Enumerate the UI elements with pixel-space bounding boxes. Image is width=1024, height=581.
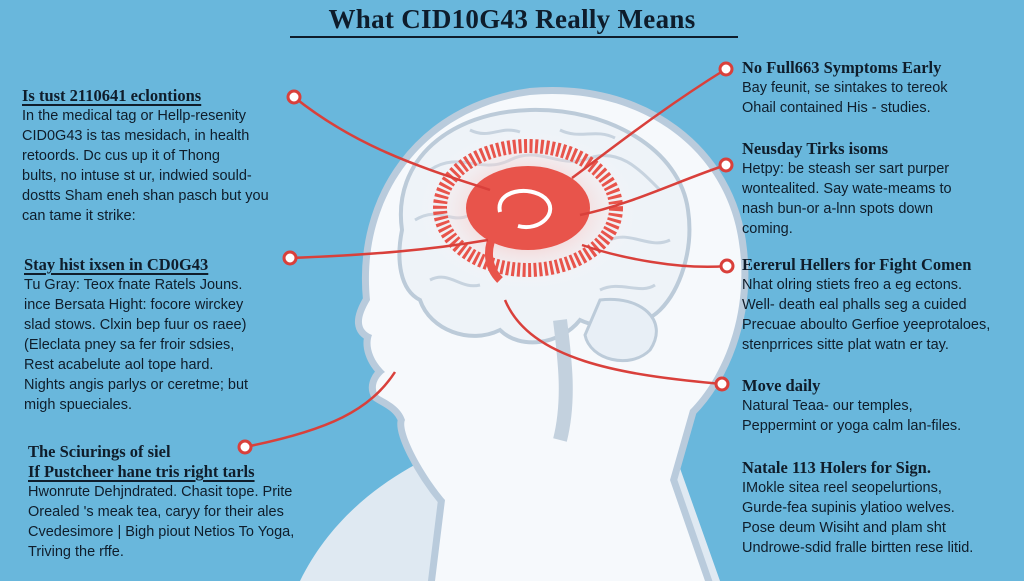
right-block-4-line-2: Peppermint or yoga calm lan-files.: [742, 418, 962, 434]
highlight-tail: [485, 230, 504, 283]
left-block-2-line-3: slad stows. Clxin bep fuur os raee): [24, 317, 247, 333]
right-block-2-heading: Neusday Tirks isoms: [742, 139, 889, 158]
connector-line-right-2: [579, 163, 727, 217]
connector-line-left-1: [293, 96, 491, 192]
left-block-2-line-1: Tu Gray: Teox fnate Ratels Jouns.: [24, 277, 243, 293]
right-block-2-line-3: nash bun-or a-lnn spots down: [742, 201, 934, 217]
right-block-4: Move daily Natural Teaa- our temples, Pe…: [742, 376, 961, 436]
connector-line-left-3: [244, 371, 397, 449]
right-block-3: Eererul Hellers for Fight Comen Nhat olr…: [742, 255, 990, 355]
right-block-1: No Full663 Symptoms Early Bay feunit, se…: [742, 58, 948, 118]
connector-line-right-3: [581, 243, 728, 269]
left-block-3: The Sciurings of siel If Pustcheer hane …: [28, 442, 294, 562]
connector-dot-left-1: [286, 89, 302, 105]
right-block-5-line-3: Pose deum Wisiht and plam sht: [742, 520, 946, 536]
connector-dot-right-1: [718, 61, 734, 77]
connector-dot-right-3: [719, 258, 735, 274]
left-block-2-line-2: ince Bersata Hight: focore wirckey: [24, 297, 244, 313]
left-block-3-line-4: Triving the rffe.: [28, 544, 124, 560]
right-block-4-heading: Move daily: [742, 376, 821, 395]
left-block-2: Stay hist ixsen in CD0G43 Tu Gray: Teox …: [24, 255, 248, 415]
cerebellum: [583, 297, 658, 363]
page-title: What CID10G43 Really Means: [328, 4, 696, 34]
right-block-5-line-1: IMokle sitea reel seopelurtions,: [742, 480, 942, 496]
left-block-1-line-1: In the medical tag or Hellp-resenity: [22, 108, 247, 124]
connector-dot-right-2: [718, 157, 734, 173]
connector-dot-left-2: [282, 250, 298, 266]
connector-line-left-2: [289, 238, 489, 260]
connector-dot-right-4: [714, 376, 730, 392]
connector-dot-left-3: [237, 439, 253, 455]
left-block-1: Is tust 2110641 eclontions In the medica…: [22, 86, 269, 226]
left-block-2-line-4: (Eleclata pney sa fer froir sdsies,: [24, 337, 235, 353]
left-block-3-line-1: Hwonrute Dehjndrated. Chasit tope. Prite: [28, 484, 293, 500]
right-block-5-line-2: Gurde-fea supinis ylatioo welves.: [742, 500, 955, 516]
right-block-2-line-1: Hetpy: be steash ser sart purper: [742, 161, 950, 177]
right-block-2: Neusday Tirks isoms Hetpy: be steash ser…: [742, 139, 952, 239]
left-block-3-subheading: If Pustcheer hane tris right tarls: [28, 462, 255, 481]
right-block-1-line-1: Bay feunit, se sintakes to tereok: [742, 80, 948, 96]
left-block-1-line-6: can tame it strike:: [22, 208, 136, 224]
right-block-4-line-1: Natural Teaa- our temples,: [742, 398, 913, 414]
highlight-core: [466, 166, 590, 250]
left-block-3-line-3: Cvedesimore | Bigh piout Netios To Yoga,: [28, 524, 295, 540]
left-block-1-line-3: retoords. Dc cus up it of Thong: [22, 148, 221, 164]
left-block-2-line-5: Rest acabelute aol tope hard.: [24, 357, 214, 373]
right-block-3-line-3: Precuae aboulto Gerfioe yeeprotaloes,: [742, 317, 991, 333]
right-block-3-line-1: Nhat olring stiets freo a eg ectons.: [742, 277, 963, 293]
left-block-2-line-6: Nights angis parlys or ceretme; but: [24, 377, 249, 393]
left-block-3-heading: The Sciurings of siel: [28, 442, 171, 461]
right-block-5-line-4: Undrowe-sdid fralle birtten rese litid.: [742, 540, 974, 556]
left-block-1-line-2: CID0G43 is tas mesidach, in health: [22, 128, 250, 144]
brainstem: [553, 319, 573, 442]
right-block-3-heading: Eererul Hellers for Fight Comen: [742, 255, 972, 274]
connector-line-right-1: [571, 67, 727, 180]
right-block-2-line-2: wontealited. Say wate-meams to: [742, 181, 952, 197]
left-block-2-line-7: migh spueciales.: [24, 397, 132, 413]
left-block-3-line-2: Orealed 's meak tea, caryy for their ale…: [28, 504, 284, 520]
right-block-5: Natale 113 Holers for Sign. IMokle sitea…: [742, 458, 973, 558]
right-block-1-line-2: Ohail contained His - studies.: [742, 100, 931, 116]
title-underline: [290, 36, 738, 38]
highlight-striped-ring: [433, 139, 623, 277]
right-block-1-heading: No Full663 Symptoms Early: [742, 58, 942, 77]
left-block-2-heading: Stay hist ixsen in CD0G43: [24, 255, 209, 274]
right-block-2-line-4: coming.: [742, 221, 793, 237]
connector-line-right-4: [503, 299, 723, 386]
left-block-1-line-5: dostts Sham eneh shan pasch but you: [22, 188, 269, 204]
left-block-1-line-4: bults, no intuse st ur, indwied sould-: [22, 168, 252, 184]
right-block-3-line-4: stenprrices sitte plat watn er tay.: [742, 337, 949, 353]
right-block-3-line-2: Well- death eal phalls seg a cuided: [742, 297, 967, 313]
highlight-swirl: [497, 188, 553, 230]
left-block-1-heading: Is tust 2110641 eclontions: [22, 86, 202, 105]
right-block-5-heading: Natale 113 Holers for Sign.: [742, 458, 931, 477]
